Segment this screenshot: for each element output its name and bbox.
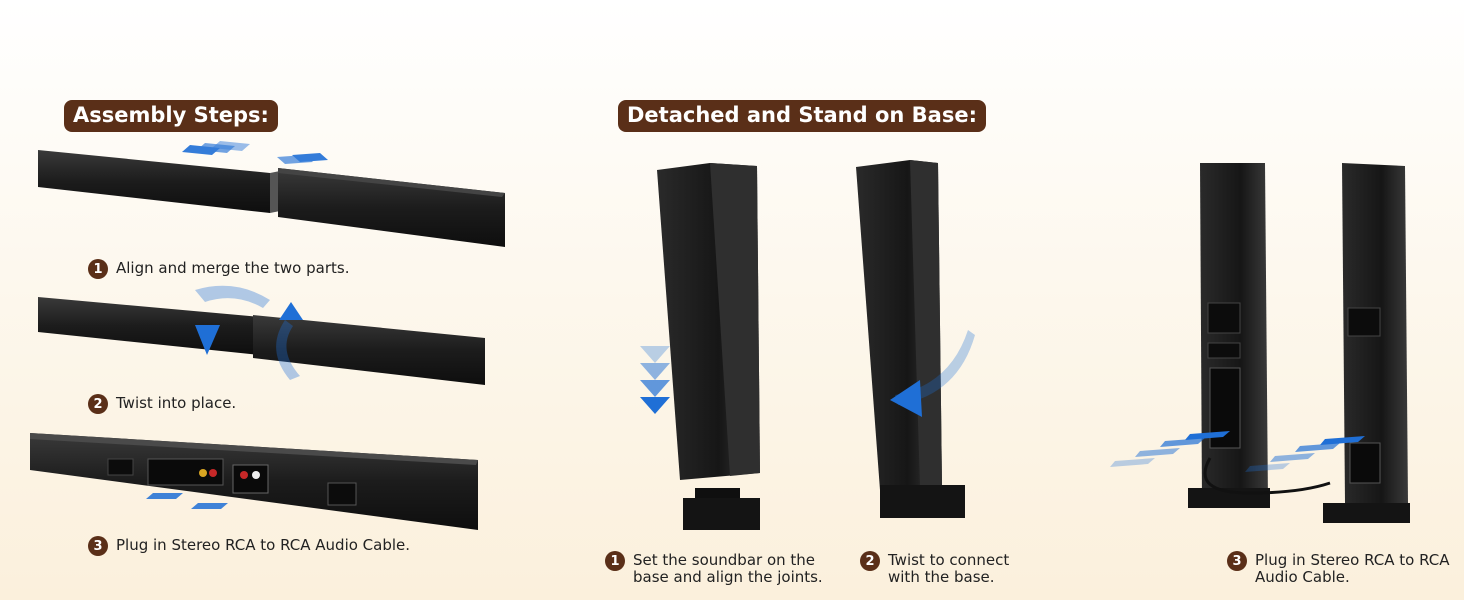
step-number-badge: 2 (88, 394, 108, 414)
assembly-step-1: 1 Align and merge the two parts. (88, 259, 350, 279)
detached-step-2: 2 Twist to connect with the base. (860, 551, 1010, 586)
step-text: Set the soundbar on the base and align t… (633, 551, 823, 586)
detached-image-rca (1110, 163, 1410, 523)
step-number-badge: 1 (605, 551, 625, 571)
step-text: Twist to connect with the base. (888, 551, 1010, 586)
step-text: Plug in Stereo RCA to RCA Audio Cable. (1255, 551, 1450, 586)
step-number-badge: 3 (1227, 551, 1247, 571)
assembly-step-3: 3 Plug in Stereo RCA to RCA Audio Cable. (88, 536, 411, 556)
step-text: Align and merge the two parts. (116, 259, 350, 277)
assembly-steps-heading: Assembly Steps: (64, 100, 278, 132)
detached-step-3: 3 Plug in Stereo RCA to RCA Audio Cable. (1227, 551, 1450, 586)
detached-step-1: 1 Set the soundbar on the base and align… (605, 551, 823, 586)
step-number-badge: 1 (88, 259, 108, 279)
assembly-image-twist (38, 285, 485, 385)
assembly-image-rca (30, 433, 478, 530)
step-number-badge: 3 (88, 536, 108, 556)
step-text: Twist into place. (116, 394, 237, 412)
step-text: Plug in Stereo RCA to RCA Audio Cable. (116, 536, 411, 554)
detached-image-set-on-base (640, 163, 760, 530)
assembly-step-2: 2 Twist into place. (88, 394, 237, 414)
assembly-image-align (38, 141, 505, 247)
detached-stand-heading: Detached and Stand on Base: (618, 100, 986, 132)
step-number-badge: 2 (860, 551, 880, 571)
detached-image-twist-connect (856, 160, 975, 518)
